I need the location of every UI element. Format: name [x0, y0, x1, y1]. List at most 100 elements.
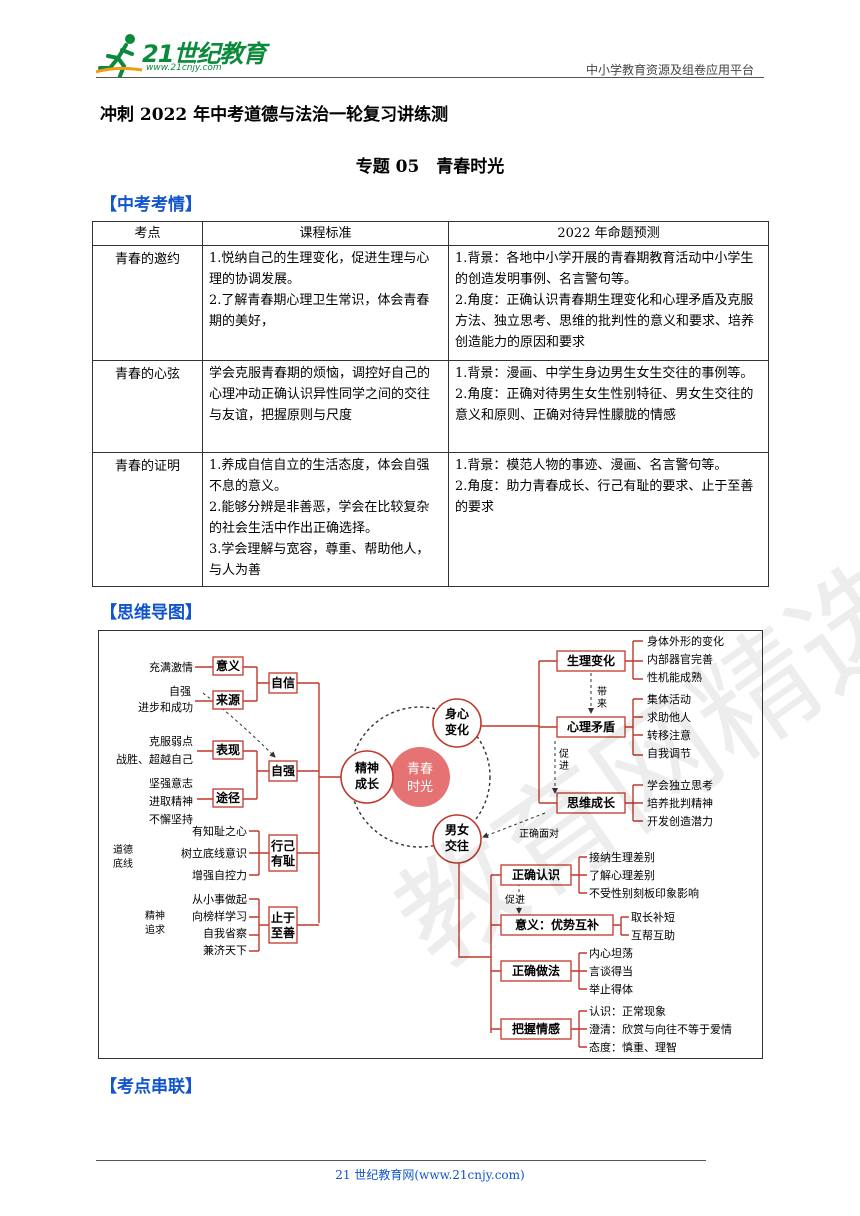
table-header: 课程标准 — [202, 221, 449, 246]
leaf: 不懈坚持 — [149, 812, 193, 826]
sub-laiyuan-box — [212, 690, 244, 710]
forecast-item: 2.角度：助力青春成长、行己有耻的要求、止于至善的要求 — [455, 479, 754, 515]
leaf: 集体活动 — [647, 692, 691, 706]
node-bottom-0-box — [500, 864, 572, 886]
table-header: 2022 年命题预测 — [448, 221, 769, 246]
leaf: 从小事做起 — [192, 892, 247, 906]
node-xingjiyouchi-box — [268, 834, 298, 872]
map-boxes — [212, 650, 626, 1040]
sub-yiyi-label: 意义 — [216, 658, 241, 673]
leaf: 培养批判精神 — [647, 796, 713, 810]
forecast-item: 2.角度：正确认识青春期生理变化和心理矛盾及克服方法、独立思考、思维的批判性的意… — [455, 293, 755, 350]
connector-lines — [195, 640, 643, 1048]
tag: 道德 — [113, 843, 133, 856]
runner-logo-icon — [95, 34, 143, 78]
leaf: 增强自控力 — [192, 868, 247, 882]
forecast-cell: 1.背景：各地中小学开展的青春期教育活动中小学生的创造发明事例、名言警句等。 2… — [448, 245, 769, 361]
svg-text:交往: 交往 — [445, 838, 469, 853]
node-top-0-label: 生理变化 — [567, 653, 615, 668]
tag: 底线 — [113, 857, 133, 870]
node-xingjiyouchi-label: 行己 — [270, 838, 295, 853]
header-divider — [96, 77, 764, 78]
node-top-2-box — [556, 792, 626, 814]
leaf: 克服弱点 — [149, 735, 193, 748]
node-bottom-1-label: 意义：优势互补 — [515, 917, 599, 932]
table-header-row: 考点 课程标准 2022 年命题预测 — [92, 221, 769, 246]
node-top-1-label: 心理矛盾 — [567, 719, 615, 734]
standard-item: 2.了解青春期心理卫生常识，体会青春期的美好， — [209, 293, 430, 329]
center-node — [390, 747, 450, 807]
svg-text:成长: 成长 — [355, 776, 380, 791]
leaf: 转移注意 — [647, 728, 691, 742]
standard-item: 3.学会理解与宽容，尊重、帮助他人，与人为善 — [209, 542, 430, 578]
curriculum-table: 考点 课程标准 2022 年命题预测 青春的邀约 1.悦纳自己的生理变化，促进生… — [92, 221, 769, 587]
sub-biaoxian-label: 表现 — [215, 742, 240, 757]
footer-text: 21 世纪教育网(www.21cnjy.com) — [335, 1168, 525, 1182]
standard-item: 2.能够分辨是非善恶，学会在比较复杂的社会生活中作出正确选择。 — [209, 500, 430, 536]
leaf: 开发创造潜力 — [647, 814, 713, 828]
center-label-line2: 时光 — [407, 780, 433, 795]
leaf: 自我省察 — [203, 926, 247, 940]
node-bottom-1-box — [500, 914, 614, 936]
node-bottom-3-label: 把握情感 — [512, 1021, 560, 1036]
leaf: 举止得体 — [589, 982, 633, 996]
top-hub: 身心 变化 — [432, 698, 482, 748]
standard-cell: 学会克服青春期的烦恼，调控好自己的心理冲动正确认识异性同学之间的交往与友谊，把握… — [202, 360, 449, 453]
mind-map-canvas: 青春 时光 精神 成长 身心 变化 男女 交往 自信意义来源充满激情自强进步和成… — [113, 634, 732, 1054]
center-label-line1: 青春 — [407, 762, 433, 777]
node-zhiyuzhishan-label: 至善 — [271, 925, 295, 940]
sub-tujing-label: 途径 — [216, 790, 240, 805]
node-top-0-box — [556, 650, 626, 672]
table-header: 考点 — [92, 221, 203, 246]
table-row: 青春的证明 1.养成自信自立的生活态度，体会自强不息的意义。 2.能够分辨是非善… — [92, 452, 769, 587]
exam-point: 青春的证明 — [92, 452, 203, 587]
forecast-item: 1.背景：漫画、中学生身边男生女生交往的事例等。 — [455, 366, 754, 381]
leaf: 有知耻之心 — [192, 824, 247, 838]
node-xingjiyouchi-label: 有耻 — [271, 853, 295, 868]
document-subtitle: 专题 05 青春时光 — [355, 157, 505, 177]
forecast-cell: 1.背景：漫画、中学生身边男生女生交往的事例等。 2.角度：正确对待男生女生性别… — [448, 360, 769, 453]
mind-map: 青春 时光 精神 成长 身心 变化 男女 交往 自信意义来源充满激情自强进步和成… — [98, 630, 763, 1059]
left-hub: 精神 成长 — [340, 750, 394, 804]
svg-text:身心: 身心 — [445, 706, 469, 721]
leaf: 进步和成功 — [138, 701, 193, 714]
forecast-cell: 1.背景：模范人物的事迹、漫画、名言警句等。 2.角度：助力青春成长、行己有耻的… — [448, 452, 769, 587]
forecast-item: 1.背景：各地中小学开展的青春期教育活动中小学生的创造发明事例、名言警句等。 — [455, 251, 754, 287]
node-bottom-3-box — [500, 1018, 572, 1040]
leaf: 充满激情 — [149, 660, 193, 674]
leaf: 言谈得当 — [589, 964, 633, 978]
leaf: 坚强意志 — [149, 776, 193, 790]
leaf: 了解心理差别 — [589, 868, 655, 882]
note: 促 — [559, 747, 569, 760]
tag: 精神 — [145, 909, 165, 922]
leaf: 向榜样学习 — [192, 909, 247, 923]
bottom-hub: 男女 交往 — [432, 814, 482, 864]
standard-cell: 1.悦纳自己的生理变化，促进生理与心理的协调发展。 2.了解青春期心理卫生常识，… — [202, 245, 449, 361]
node-zhiyuzhishan-box — [268, 906, 298, 944]
leaf: 兼济天下 — [203, 943, 247, 957]
sub-tujing-box — [212, 788, 244, 808]
leaf: 求助他人 — [647, 710, 691, 724]
site-logo: 21世纪教育 www.21cnjy.com — [95, 32, 266, 78]
node-bottom-2-box — [500, 960, 572, 982]
leaf: 战胜、超越自己 — [116, 752, 193, 766]
leaf: 自我调节 — [647, 747, 691, 760]
standard-item: 学会克服青春期的烦恼，调控好自己的心理冲动正确认识异性同学之间的交往与友谊，把握… — [209, 366, 431, 423]
exam-point: 青春的邀约 — [92, 245, 203, 361]
leaf: 进取精神 — [149, 794, 193, 808]
sub-yiyi-box — [212, 656, 244, 676]
leaf: 身体外形的变化 — [647, 634, 724, 648]
section-link-heading: 【考点串联】 — [100, 1077, 202, 1097]
svg-text:男女: 男女 — [445, 822, 469, 837]
node-zixin-label: 自信 — [271, 675, 295, 690]
node-ziqiang-box — [268, 760, 298, 782]
section-mindmap-heading: 【思维导图】 — [100, 603, 202, 623]
note: 进 — [559, 760, 569, 772]
leaf: 澄清：欣赏与向往不等于爱情 — [589, 1022, 732, 1036]
leaf: 认识：正常现象 — [589, 1005, 666, 1018]
leaf: 取长补短 — [631, 910, 675, 924]
note: 来 — [597, 698, 607, 710]
leaf: 接纳生理差别 — [589, 850, 655, 864]
leaf: 树立底线意识 — [181, 846, 247, 860]
table-row: 青春的邀约 1.悦纳自己的生理变化，促进生理与心理的协调发展。 2.了解青春期心… — [92, 245, 769, 361]
